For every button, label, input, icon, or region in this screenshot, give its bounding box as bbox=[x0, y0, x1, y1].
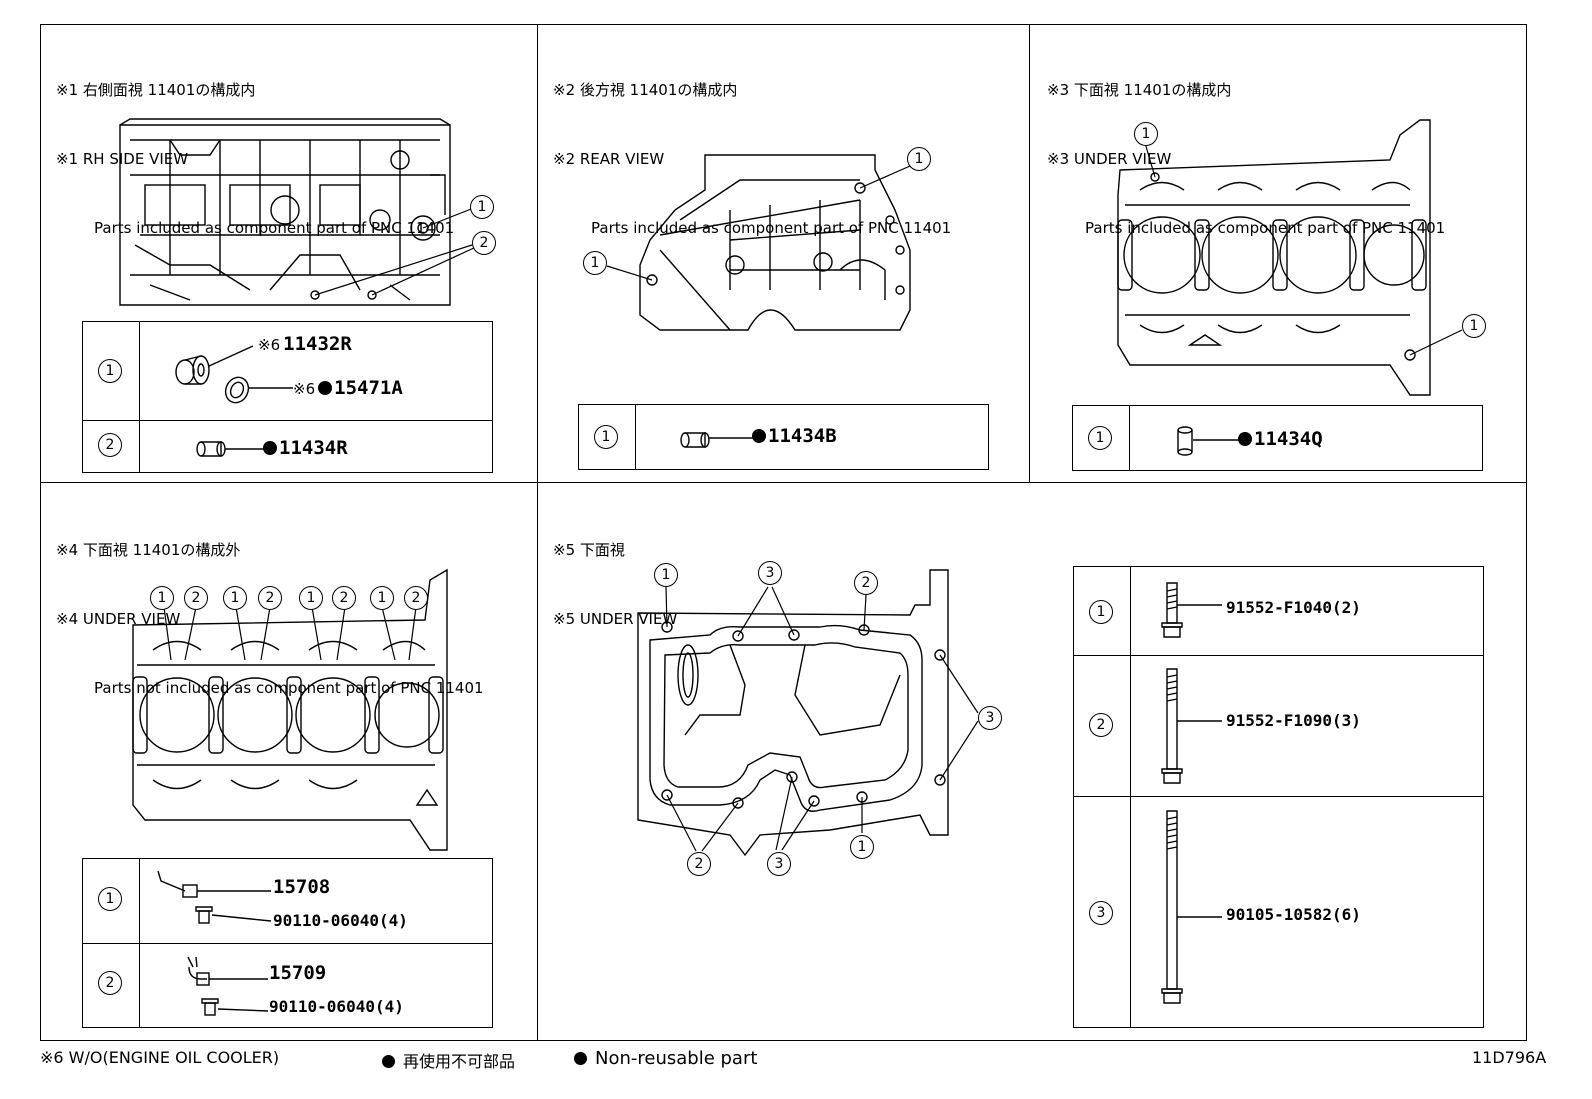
panel2-parts-table: 1 11434B bbox=[578, 404, 989, 470]
bolt-91552-F1090-icon bbox=[1161, 668, 1222, 784]
nonreusable-marker-icon bbox=[382, 1055, 395, 1068]
panel5-title-en: ※5 UNDER VIEW bbox=[553, 610, 678, 628]
oil-jet-15709-icon bbox=[187, 956, 269, 1016]
panel4-callout-2c: 2 bbox=[332, 586, 356, 610]
panel4-row2-part2-number: 90110-06040(4) bbox=[269, 997, 404, 1016]
panel4-callout-2d: 2 bbox=[404, 586, 428, 610]
panel5-row2-part1-number: 91552-F1090(3) bbox=[1226, 711, 1361, 730]
panel5-title-jp: ※5 下面視 bbox=[553, 541, 625, 559]
nonreusable-marker-icon bbox=[1238, 432, 1252, 446]
panel3-parts-table: 1 11434Q bbox=[1072, 405, 1483, 471]
panel1-rh-side-view-drawing bbox=[119, 118, 477, 306]
panel3-title-jp: ※3 下面視 11401の構成内 bbox=[1047, 81, 1232, 99]
panel4-row1-part1-number: 15708 bbox=[273, 876, 331, 898]
footer-legend-en: Non-reusable part bbox=[574, 1048, 757, 1069]
panel1-row2-number: 2 bbox=[98, 433, 122, 457]
panel1-title-en: ※1 RH SIDE VIEW bbox=[56, 150, 189, 168]
footer-note6: ※6 W/O(ENGINE OIL COOLER) bbox=[40, 1048, 280, 1067]
panel3-under-view-drawing bbox=[1117, 119, 1463, 396]
panel5-row3-part1-number: 90105-10582(6) bbox=[1226, 905, 1361, 924]
bolt-91552-F1040-icon bbox=[1161, 582, 1222, 638]
panel2-subtitle: Parts included as component part of PNC … bbox=[591, 219, 952, 237]
panel4-row2-number: 2 bbox=[98, 971, 122, 995]
panel3-header: ※3 下面視 11401の構成内 ※3 UNDER VIEW Parts inc… bbox=[1047, 33, 1445, 263]
panel1-header: ※1 右側面視 11401の構成内 ※1 RH SIDE VIEW Parts … bbox=[56, 33, 454, 263]
panel4-under-view-drawing bbox=[132, 568, 448, 851]
panel2-header: ※2 後方視 11401の構成内 ※2 REAR VIEW Parts incl… bbox=[553, 33, 951, 263]
panel2-callout-1-left: 1 bbox=[583, 251, 607, 275]
pin-11434Q-icon bbox=[1177, 426, 1241, 456]
panel5-callout-3-top: 3 bbox=[758, 561, 782, 585]
panel4-row1-part2-number: 90110-06040(4) bbox=[273, 911, 408, 930]
panel5-row1-part1-number: 91552-F1040(2) bbox=[1226, 598, 1361, 617]
panel4-header: ※4 下面視 11401の構成外 ※4 UNDER VIEW Parts not… bbox=[56, 493, 484, 723]
panel3-row1-part1-number: 11434Q bbox=[1238, 428, 1323, 450]
panel4-callout-1c: 1 bbox=[299, 586, 323, 610]
divider-v-top-1 bbox=[537, 24, 538, 482]
pin-11434B-icon bbox=[680, 432, 754, 448]
panel1-title-jp: ※1 右側面視 11401の構成内 bbox=[56, 81, 256, 99]
panel1-callout-2: 2 bbox=[472, 231, 496, 255]
panel5-oil-pan-under-view-drawing bbox=[637, 569, 979, 857]
panel2-row1-number: 1 bbox=[594, 425, 618, 449]
panel5-callout-2-top: 2 bbox=[854, 571, 878, 595]
divider-h-middle bbox=[40, 482, 1527, 483]
oil-jet-15708-icon bbox=[157, 870, 272, 924]
panel5-row2-number: 2 bbox=[1089, 713, 1113, 737]
panel4-callout-2b: 2 bbox=[258, 586, 282, 610]
panel1-row2-part1-number: 11434R bbox=[263, 437, 348, 459]
nonreusable-marker-icon bbox=[752, 429, 766, 443]
panel5-header: ※5 下面視 ※5 UNDER VIEW bbox=[553, 493, 677, 654]
panel5-callout-3-right: 3 bbox=[978, 706, 1002, 730]
panel4-callout-1b: 1 bbox=[223, 586, 247, 610]
panel5-row1-number: 1 bbox=[1089, 600, 1113, 624]
panel4-row2-part1-number: 15709 bbox=[269, 962, 327, 984]
panel2-callout-1-top: 1 bbox=[907, 147, 931, 171]
panel4-parts-table: 1 2 15708 90110-06040(4) 15709 90110-060… bbox=[82, 858, 493, 1028]
diagram-code: 11D796A bbox=[1472, 1048, 1547, 1067]
panel3-subtitle: Parts included as component part of PNC … bbox=[1085, 219, 1446, 237]
panel3-callout-1-top: 1 bbox=[1134, 122, 1158, 146]
panel3-callout-1-right: 1 bbox=[1462, 314, 1486, 338]
nonreusable-marker-icon bbox=[574, 1052, 587, 1065]
bolt-90105-10582-icon bbox=[1161, 810, 1222, 1004]
footer-legend-jp: 再使用不可部品 bbox=[382, 1048, 515, 1072]
panel1-subtitle: Parts included as component part of PNC … bbox=[94, 219, 455, 237]
panel5-parts-table: 1 2 3 91552-F1040(2) 91552-F1090(3) bbox=[1073, 566, 1484, 1028]
panel1-row1-number: 1 bbox=[98, 359, 122, 383]
panel4-title-en: ※4 UNDER VIEW bbox=[56, 610, 181, 628]
nonreusable-marker-icon bbox=[318, 381, 333, 395]
panel2-rear-view-drawing bbox=[606, 154, 911, 331]
panel2-title-jp: ※2 後方視 11401の構成内 bbox=[553, 81, 738, 99]
panel4-callout-1d: 1 bbox=[370, 586, 394, 610]
panel4-title-jp: ※4 下面視 11401の構成外 bbox=[56, 541, 241, 559]
panel1-callout-1: 1 bbox=[470, 195, 494, 219]
panel5-callout-1-bottom: 1 bbox=[850, 835, 874, 859]
diagram-frame bbox=[40, 24, 1527, 1041]
divider-v-bottom bbox=[537, 482, 538, 1041]
panel4-row1-number: 1 bbox=[98, 887, 122, 911]
panel5-callout-3-bottom: 3 bbox=[767, 852, 791, 876]
plug-11432R-icon bbox=[175, 345, 254, 385]
panel5-row3-number: 3 bbox=[1089, 901, 1113, 925]
panel2-title-en: ※2 REAR VIEW bbox=[553, 150, 665, 168]
panel4-callout-1a: 1 bbox=[150, 586, 174, 610]
nonreusable-marker-icon bbox=[263, 441, 277, 455]
panel2-row1-part1-number: 11434B bbox=[752, 425, 837, 447]
pin-11434R-icon bbox=[196, 441, 265, 457]
panel5-callout-2-bottom: 2 bbox=[687, 852, 711, 876]
gasket-15471A-icon bbox=[224, 376, 293, 404]
panel3-title-en: ※3 UNDER VIEW bbox=[1047, 150, 1172, 168]
panel3-row1-number: 1 bbox=[1088, 426, 1112, 450]
panel4-callout-2a: 2 bbox=[184, 586, 208, 610]
divider-v-top-2 bbox=[1029, 24, 1030, 482]
panel5-callout-1-top: 1 bbox=[654, 563, 678, 587]
